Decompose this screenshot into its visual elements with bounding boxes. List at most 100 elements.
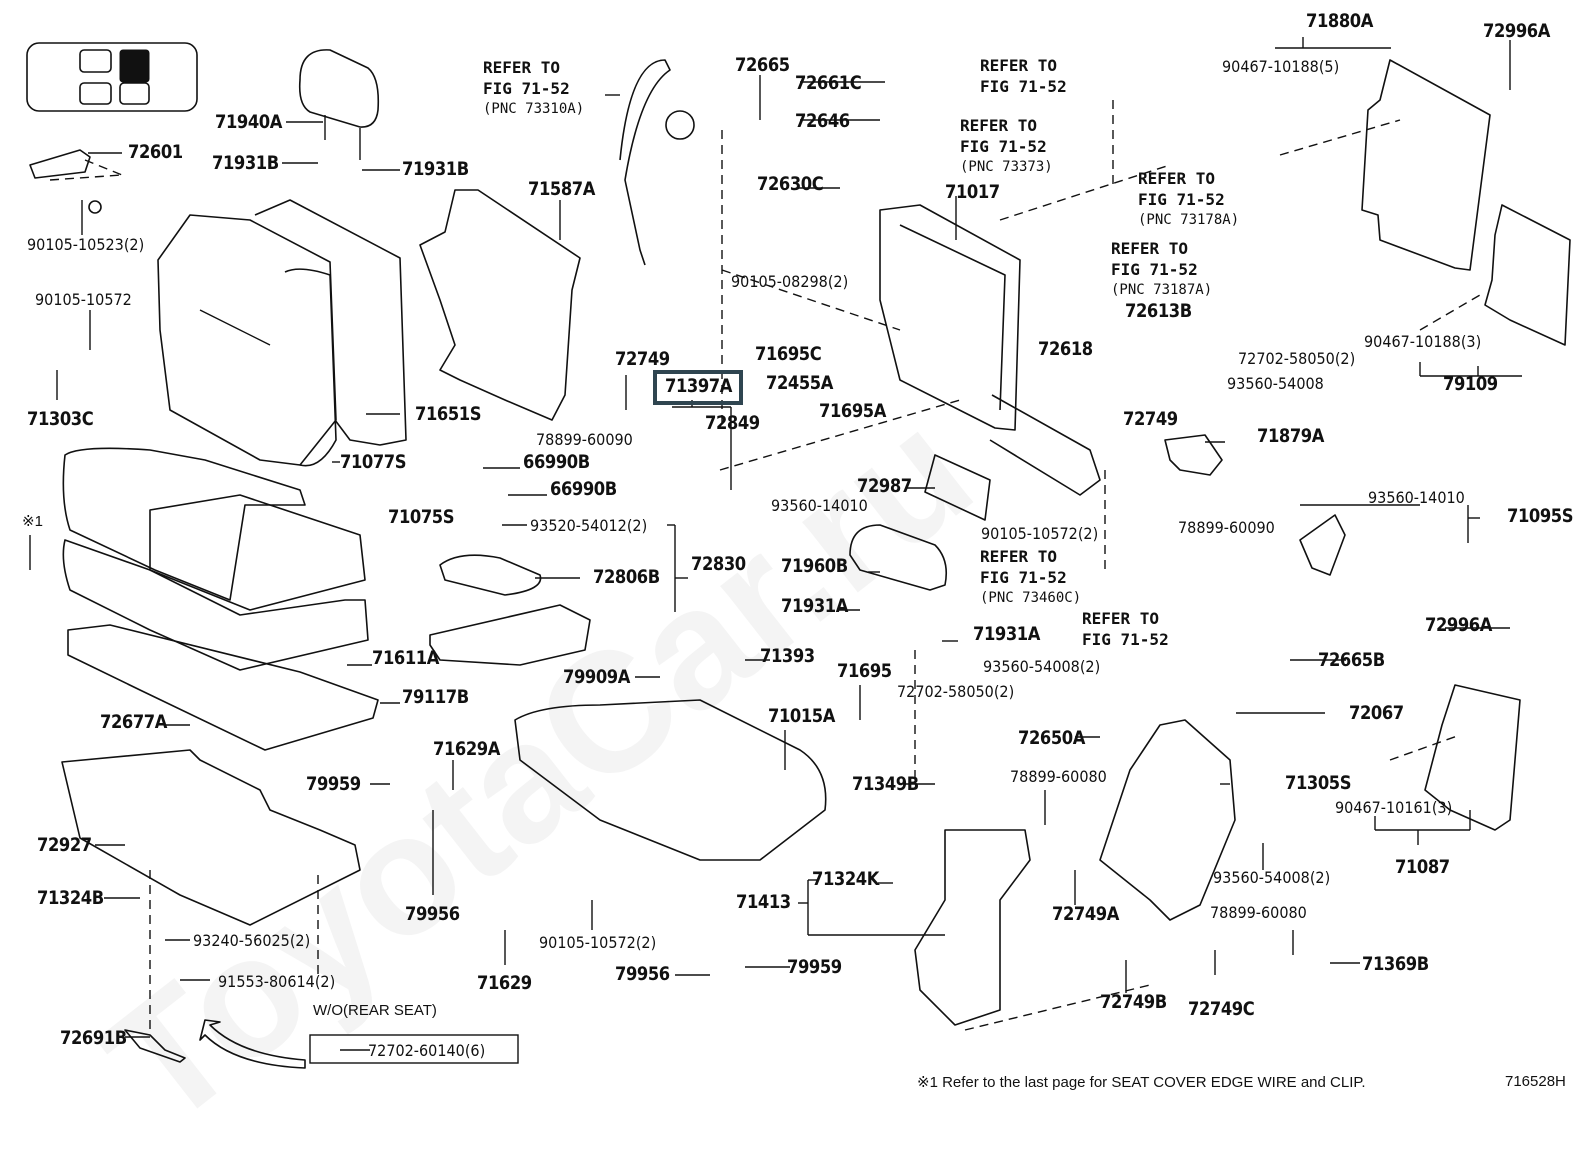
part-label[interactable]: 90467-10188(3) [1364,332,1482,351]
part-label[interactable]: 72749C [1188,998,1255,1020]
part-label[interactable]: 90467-10161(3) [1335,798,1453,817]
part-label[interactable]: 71095S [1507,505,1574,527]
part-label[interactable]: 72601 [128,141,183,163]
highlight-box-71397A[interactable] [653,370,743,405]
part-label[interactable]: 71931B [402,158,469,180]
part-label[interactable]: 72702-58050(2) [897,682,1015,701]
part-label[interactable]: 93560-54008(2) [983,657,1101,676]
part-label[interactable]: 71960B [781,555,848,577]
part-label[interactable]: 72749A [1052,903,1119,925]
part-label[interactable]: 72749B [1100,991,1167,1013]
refer-pnc: (PNC 73373) [960,159,1053,175]
part-label[interactable]: 71931B [212,152,279,174]
part-label[interactable]: 71087 [1395,856,1450,878]
part-label[interactable]: 71611A [372,647,439,669]
part-label[interactable]: 71880A [1306,10,1373,32]
part-label[interactable]: 72677A [100,711,167,733]
part-label[interactable]: 71349B [852,773,919,795]
part-label[interactable]: 71015A [768,705,835,727]
part-label[interactable]: 72630C [757,173,824,195]
part-label[interactable]: 72996A [1483,20,1550,42]
part-label[interactable]: 90105-10523(2) [27,235,145,254]
part-label[interactable]: 78899-60080 [1210,903,1307,922]
part-label[interactable]: 79956 [405,903,460,925]
part-label[interactable]: 71077S [340,451,407,473]
part-label[interactable]: 79959 [787,956,842,978]
part-label[interactable]: 72996A [1425,614,1492,636]
part-label[interactable]: 71931A [781,595,848,617]
part-label[interactable]: 90467-10188(5) [1222,57,1340,76]
part-label[interactable]: 93560-14010 [771,496,868,515]
part-label[interactable]: 71393 [760,645,815,667]
part-label[interactable]: 72806B [593,566,660,588]
part-label[interactable]: 90105-10572(2) [539,933,657,952]
part-label[interactable]: 79117B [402,686,469,708]
part-label[interactable]: 71075S [388,506,455,528]
part-label[interactable]: 78899-60080 [1010,767,1107,786]
part-label[interactable]: 79109 [1443,373,1498,395]
part-label[interactable]: 72849 [705,412,760,434]
part-label[interactable]: 71303C [27,408,94,430]
part-label[interactable]: 71931A [973,623,1040,645]
part-label[interactable]: 71695A [819,400,886,422]
part-label[interactable]: 93240-56025(2) [193,931,311,950]
part-label[interactable]: 72987 [857,475,912,497]
refer-line1: REFER TO [980,56,1058,75]
part-label[interactable]: 71629A [433,738,500,760]
part-label[interactable]: 93560-14010 [1368,488,1465,507]
part-label[interactable]: 72455A [766,372,833,394]
part-label[interactable]: 72067 [1349,702,1404,724]
part-label[interactable]: 72650A [1018,727,1085,749]
part-label[interactable]: 93560-54008 [1227,374,1324,393]
part-label[interactable]: 72702-60140(6) [368,1041,486,1060]
part-label[interactable]: 71940A [215,111,282,133]
part-label[interactable]: 72661C [795,72,862,94]
part-label-highlighted[interactable]: 71397A [665,375,732,397]
part-label[interactable]: 90105-10572 [35,290,132,309]
part-label[interactable]: 79959 [306,773,361,795]
refer-line1: REFER TO [1082,609,1160,628]
part-label[interactable]: 78899-60090 [536,430,633,449]
part-label[interactable]: 71413 [736,891,791,913]
part-label[interactable]: 71017 [945,181,1000,203]
part-label[interactable]: 79909A [563,666,630,688]
part-label[interactable]: 72749 [1123,408,1178,430]
part-label[interactable]: 71651S [415,403,482,425]
part-label[interactable]: 72613B [1125,300,1192,322]
part-label[interactable]: 71324K [812,868,879,890]
part-label[interactable]: 72665 [735,54,790,76]
part-label[interactable]: 71324B [37,887,104,909]
part-label[interactable]: 72830 [691,553,746,575]
part-label[interactable]: 71305S [1285,772,1352,794]
refer-line2: FIG 71-52 [980,77,1067,96]
refer-line1: REFER TO [980,547,1058,566]
part-label[interactable]: 71369B [1362,953,1429,975]
part-label[interactable]: 72646 [795,110,850,132]
part-label[interactable]: 93560-54008(2) [1213,868,1331,887]
part-label[interactable]: 72927 [37,834,92,856]
footnote: ※1 Refer to the last page for SEAT COVER… [917,1074,1366,1091]
part-label[interactable]: 66990B [523,451,590,473]
part-label[interactable]: 71695C [755,343,822,365]
refer-pnc: (PNC 73460C) [980,590,1082,606]
part-label[interactable]: 72691B [60,1027,127,1049]
part-label[interactable]: 90105-08298(2) [731,272,849,291]
part-label[interactable]: 71695 [837,660,892,682]
part-label[interactable]: 72665B [1318,649,1385,671]
parts-diagram-drawing [26,37,1571,1069]
part-label[interactable]: 72618 [1038,338,1093,360]
part-label[interactable]: 79956 [615,963,670,985]
part-label[interactable]: 71629 [477,972,532,994]
part-label[interactable]: 72749 [615,348,670,370]
part-label[interactable]: 93520-54012(2) [530,516,648,535]
part-label[interactable]: 72702-58050(2) [1238,349,1356,368]
part-label[interactable]: 71879A [1257,425,1324,447]
part-label[interactable]: 78899-60090 [1178,518,1275,537]
part-label[interactable]: 66990B [550,478,617,500]
part-label[interactable]: 91553-80614(2) [218,972,336,991]
part-label[interactable]: 71587A [528,178,595,200]
part-label[interactable]: 90105-10572(2) [981,524,1099,543]
seat-position-locator-icon [26,42,198,112]
